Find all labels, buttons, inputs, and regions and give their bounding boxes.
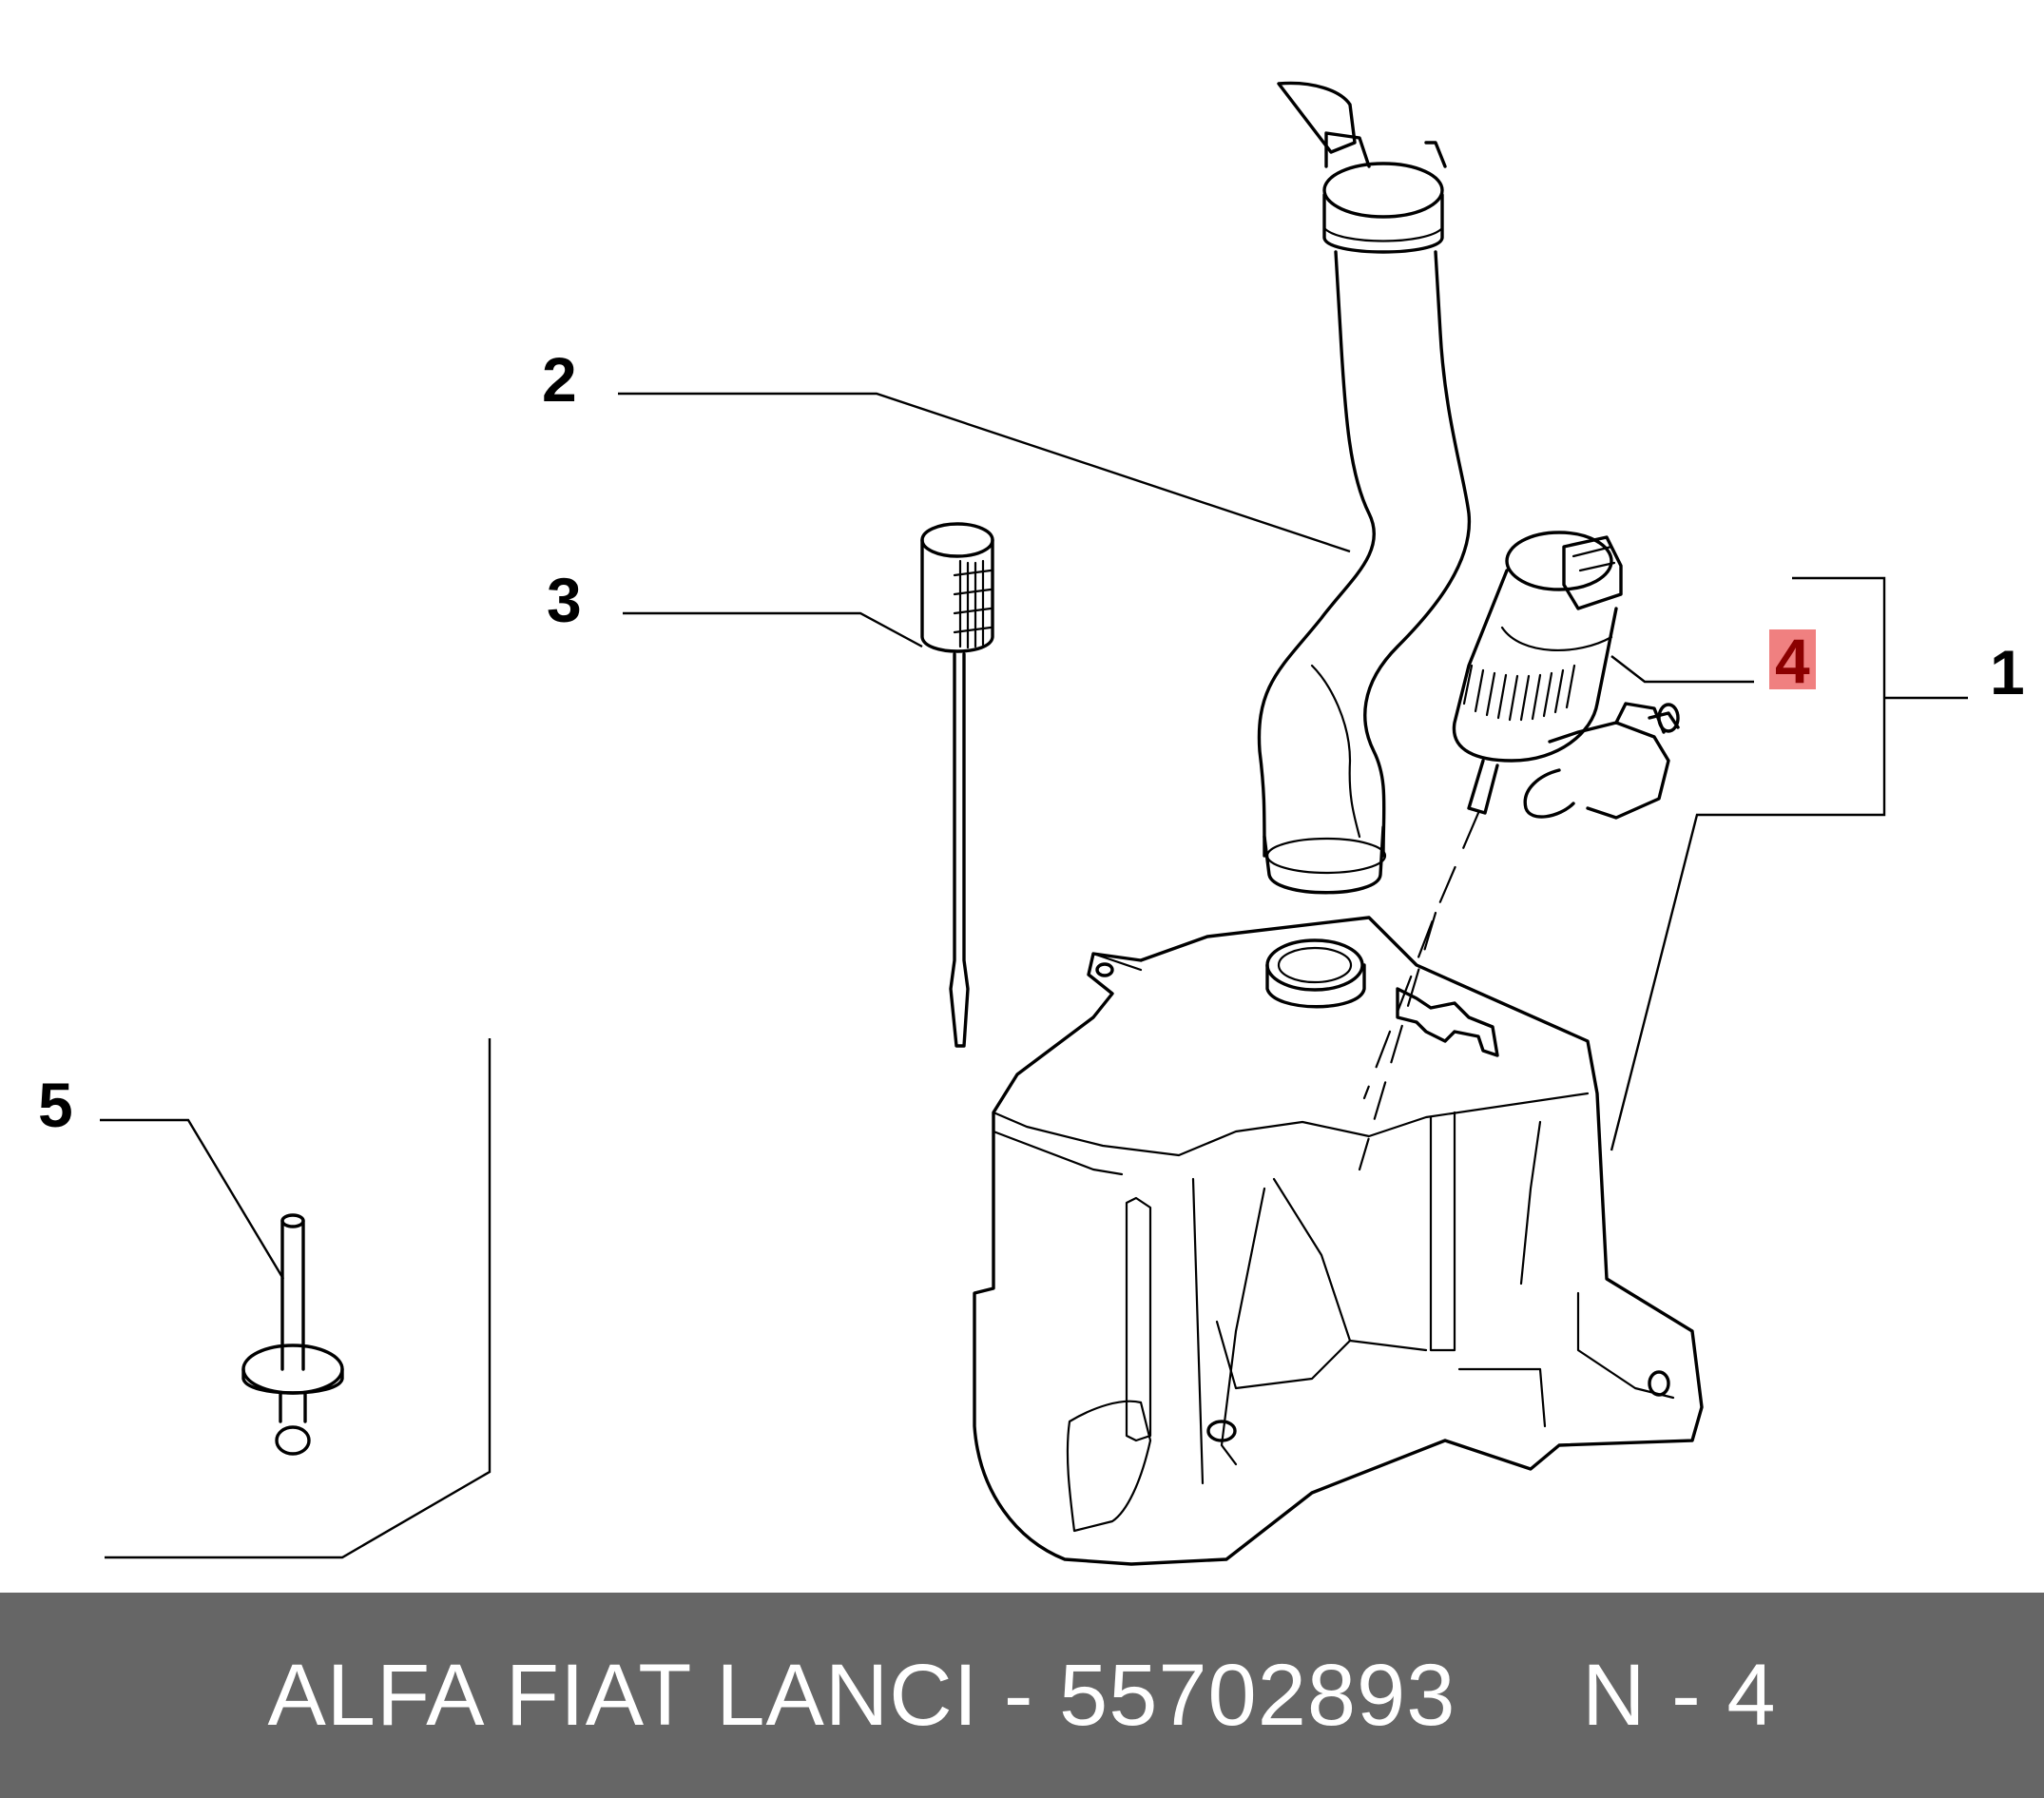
callout-3: 3 [547,565,582,635]
rivet-pin [241,1213,344,1456]
washer-pump [1452,531,1680,820]
parts-diagram: 2 3 4 1 5 [38,81,2025,1566]
part-number-caption: ALFA FIAT LANCI - 55702893 N - 4 [267,1646,1777,1744]
kit-bracket-5 [105,1038,492,1559]
filler-neck-hose [1257,81,1472,895]
leader-lines [100,392,1968,1280]
washer-reservoir [973,916,1704,1566]
callout-4-highlight [1769,629,1816,689]
level-sensor [920,522,994,1048]
callout-5: 5 [38,1070,73,1140]
assembly-lines [1358,811,1480,1171]
callout-4: 4 [1775,626,1810,696]
callout-1: 1 [1990,637,2025,707]
callout-2: 2 [542,344,577,415]
footer-bar: ALFA FIAT LANCI - 55702893 N - 4 [0,1593,2044,1798]
